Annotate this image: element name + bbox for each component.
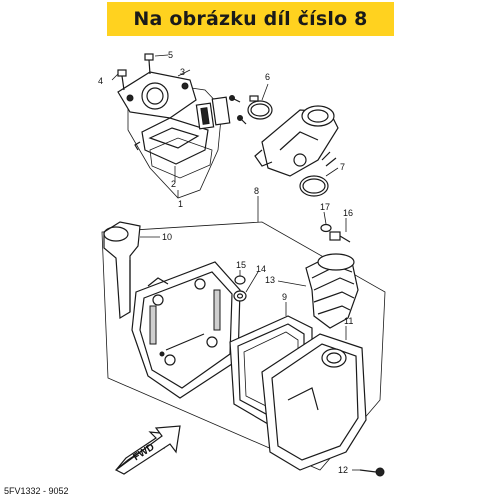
bolt-16-icon xyxy=(329,231,351,243)
part-label-15: 15 xyxy=(236,260,246,270)
collar-15-icon xyxy=(234,275,246,285)
part-label-4: 4 xyxy=(98,76,103,86)
part-label-7: 7 xyxy=(340,162,345,172)
title-banner: Na obrázku díl číslo 8 xyxy=(107,2,394,36)
screw-12-icon xyxy=(359,467,385,477)
air-filter-case xyxy=(131,261,241,399)
part-label-3: 3 xyxy=(180,67,185,77)
drawing-code: 5FV1332 - 9052 xyxy=(4,486,69,496)
part-label-10: 10 xyxy=(162,232,172,242)
hose-clamp-6-icon xyxy=(247,95,273,120)
reed-valve-assembly xyxy=(117,53,247,199)
grommet-14-icon xyxy=(233,290,247,302)
carburetor-joint xyxy=(247,95,339,197)
part-label-6: 6 xyxy=(265,72,270,82)
part-label-11: 11 xyxy=(344,316,353,326)
part-label-2: 2 xyxy=(171,179,176,189)
joint-hose xyxy=(305,253,359,329)
part-label-8: 8 xyxy=(254,186,259,196)
part-label-13: 13 xyxy=(265,275,275,285)
forward-direction-arrow: FWD xyxy=(114,425,181,475)
intake-pipe xyxy=(103,221,141,320)
part-label-1: 1 xyxy=(178,199,183,209)
part-label-16: 16 xyxy=(343,208,353,218)
bolt-5-icon xyxy=(144,53,154,75)
part-label-17: 17 xyxy=(320,202,330,212)
part-label-5: 5 xyxy=(168,50,173,60)
air-filter-boundary xyxy=(101,221,386,471)
washer-17-icon xyxy=(320,223,332,233)
part-label-14: 14 xyxy=(256,264,266,274)
hose-clamp-7-icon xyxy=(299,151,337,197)
leader-lines xyxy=(111,54,360,471)
part-label-9: 9 xyxy=(282,292,287,302)
filter-cover xyxy=(261,333,367,471)
part-label-12: 12 xyxy=(338,465,348,475)
bolt-4-icon xyxy=(117,69,127,91)
banner-title: Na obrázku díl číslo 8 xyxy=(133,8,368,30)
